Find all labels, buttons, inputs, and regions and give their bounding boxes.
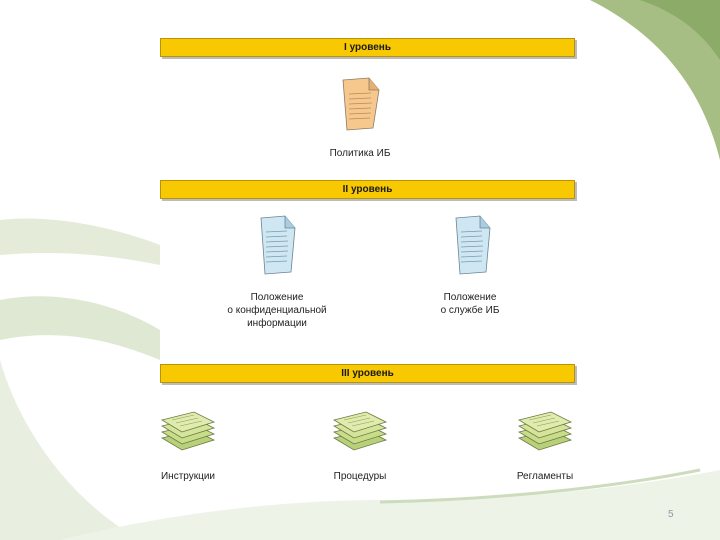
policy-label: Политика ИБ bbox=[329, 148, 391, 159]
document-stack-icon bbox=[332, 411, 388, 451]
level-1-header: I уровень bbox=[160, 38, 575, 57]
document-icon bbox=[455, 215, 491, 275]
regulations-label: Регламенты bbox=[516, 471, 574, 482]
document-icon bbox=[342, 77, 380, 131]
page-number: 5 bbox=[668, 509, 674, 520]
confidential-info-label: Положение о конфиденциальной информации bbox=[227, 292, 327, 329]
document-stack-icon bbox=[517, 411, 573, 451]
procedures-label: Процедуры bbox=[333, 471, 387, 482]
level-3-title: III уровень bbox=[341, 368, 394, 379]
security-service-label: Положение о службе ИБ bbox=[440, 292, 500, 316]
level-2-title: II уровень bbox=[342, 184, 393, 195]
document-stack-icon bbox=[160, 411, 216, 451]
level-3-header: III уровень bbox=[160, 364, 575, 383]
level-2-header: II уровень bbox=[160, 180, 575, 199]
document-icon bbox=[260, 215, 296, 275]
level-1-title: I уровень bbox=[344, 42, 391, 53]
instructions-label: Инструкции bbox=[160, 471, 215, 482]
